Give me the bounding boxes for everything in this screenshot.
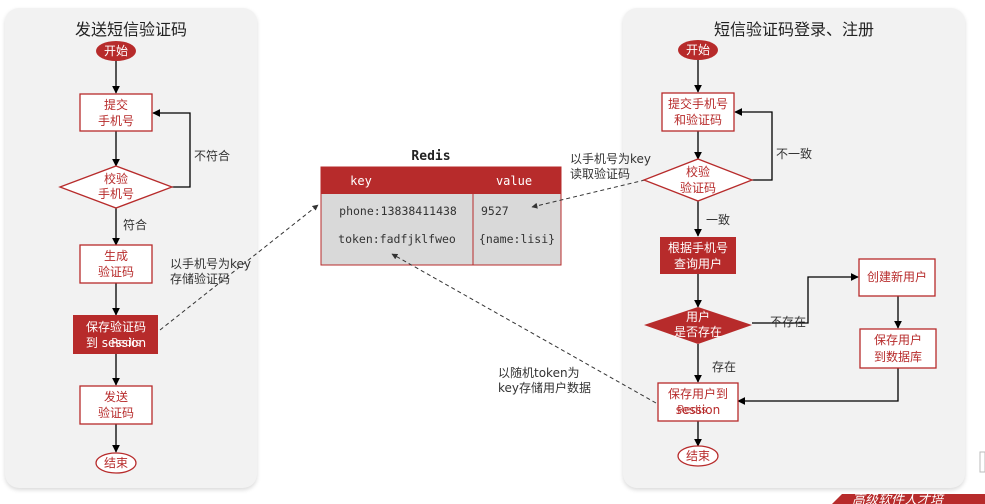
- store-note-line2: 存储验证码: [170, 271, 230, 286]
- right-validate-diamond: 校验 验证码: [642, 158, 754, 202]
- label-inconsistent: 不一致: [776, 147, 812, 161]
- left-save-code-box: 保存验证码 到 session Redis: [73, 315, 158, 354]
- svg-text:到 session: 到 session: [86, 336, 146, 350]
- left-end-node: 结束: [95, 452, 137, 474]
- svg-text:校验: 校验: [686, 164, 710, 179]
- svg-text:验证码: 验证码: [680, 180, 716, 195]
- redis-overlay-text: Redis: [111, 336, 141, 349]
- token-note-line2: key存储用户数据: [498, 380, 591, 395]
- token-note-line1: 以随机token为: [498, 365, 580, 380]
- svg-text:结束: 结束: [104, 456, 128, 470]
- redis-row2-key: token:fadfjklfweo: [338, 232, 456, 246]
- right-create-user-box: 创建新用户: [858, 258, 936, 297]
- svg-text:创建新用户: 创建新用户: [867, 269, 927, 284]
- svg-text:到数据库: 到数据库: [874, 349, 922, 364]
- svg-text:用户: 用户: [686, 309, 710, 324]
- left-panel-title: 发送短信验证码: [74, 20, 187, 39]
- svg-text:是否存在: 是否存在: [674, 325, 722, 339]
- svg-text:开始: 开始: [686, 43, 710, 57]
- svg-text:保存用户: 保存用户: [874, 332, 922, 347]
- brand-banner: 高级软件人才培: [832, 493, 985, 504]
- redis-row2-value: {name:lisi}: [479, 232, 555, 246]
- label-match: 符合: [123, 217, 147, 232]
- label-not-match: 不符合: [194, 148, 230, 163]
- right-user-exists-diamond: 用户 是否存在: [644, 307, 752, 344]
- redis-col-key: key: [350, 174, 372, 188]
- left-send-code-box: 发送 验证码: [79, 385, 153, 425]
- svg-text:验证码: 验证码: [98, 405, 134, 420]
- svg-text:手机号: 手机号: [98, 187, 134, 201]
- right-save-db-box: 保存用户 到数据库: [859, 328, 937, 369]
- right-submit-box: 提交手机号 和验证码: [661, 92, 735, 132]
- svg-text:保存用户到: 保存用户到: [668, 386, 728, 401]
- redis-table: key value phone:13838411438 9527 token:f…: [320, 166, 562, 266]
- left-generate-code-box: 生成 验证码: [79, 244, 153, 284]
- svg-text:结束: 结束: [686, 449, 710, 463]
- label-exist: 存在: [712, 360, 736, 374]
- svg-text:高级软件人才培: 高级软件人才培: [852, 493, 945, 504]
- redis-title: Redis: [411, 149, 450, 164]
- svg-text:session: session: [676, 403, 720, 417]
- svg-text:提交手机号: 提交手机号: [668, 96, 728, 111]
- redis-row1-key: phone:13838411438: [339, 204, 457, 218]
- side-edge-mark: [979, 451, 985, 473]
- redis-row1-value: 9527: [481, 204, 509, 218]
- read-note-line2: 读取验证码: [570, 166, 630, 181]
- read-note-line1: 以手机号为key: [570, 152, 651, 166]
- svg-text:查询用户: 查询用户: [674, 256, 722, 271]
- redis-overlay-text-right: Redis: [677, 403, 707, 416]
- left-validate-phone-diamond: 校验 手机号: [58, 165, 174, 209]
- svg-text:保存验证码: 保存验证码: [86, 319, 146, 334]
- left-submit-phone-box: 提交 手机号: [79, 93, 153, 132]
- redis-col-value: value: [496, 174, 532, 188]
- store-note-line1: 以手机号为key: [170, 257, 251, 271]
- svg-text:校验: 校验: [104, 171, 128, 186]
- left-start-node: 开始: [96, 41, 136, 61]
- svg-text:根据手机号: 根据手机号: [668, 241, 728, 255]
- label-not-exist: 不存在: [770, 315, 806, 329]
- svg-text:生成: 生成: [104, 249, 128, 263]
- label-consistent: 一致: [706, 213, 730, 227]
- right-end-node: 结束: [677, 445, 719, 467]
- svg-text:手机号: 手机号: [98, 114, 134, 128]
- svg-text:和验证码: 和验证码: [674, 112, 722, 127]
- right-start-node: 开始: [678, 40, 718, 60]
- right-save-user-box: 保存用户到 session Redis: [657, 382, 739, 422]
- right-panel-title: 短信验证码登录、注册: [713, 20, 874, 39]
- svg-text:开始: 开始: [104, 44, 128, 58]
- svg-text:提交: 提交: [104, 97, 128, 112]
- svg-text:验证码: 验证码: [98, 264, 134, 279]
- svg-text:发送: 发送: [104, 389, 128, 404]
- right-query-user-box: 根据手机号 查询用户: [660, 237, 736, 274]
